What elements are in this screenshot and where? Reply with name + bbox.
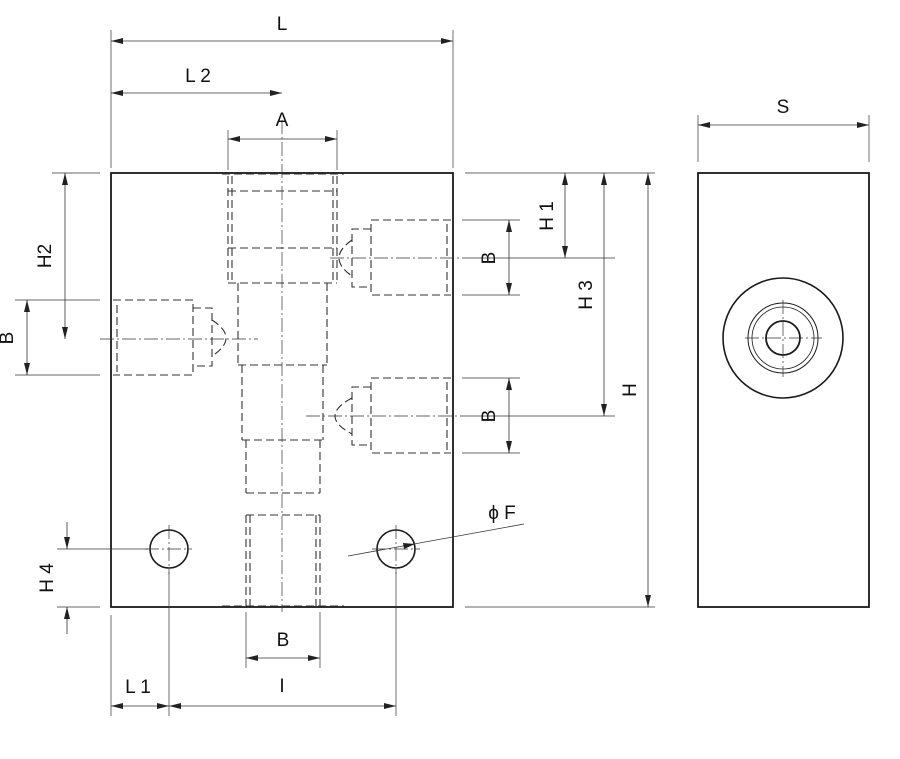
dimension-labels: L L 2 A S H2 B H 1 B H 3 B H H 4 B L 1 I… (0, 14, 789, 698)
side-view (697, 172, 870, 608)
left-port-hidden-lines (113, 299, 227, 376)
right-upper-port-hidden-lines (338, 219, 451, 296)
right-middle-port-hidden-lines (334, 377, 451, 454)
label-B-right-top: B (479, 252, 500, 265)
label-B-bottom: B (277, 630, 290, 651)
label-L2: L 2 (185, 66, 211, 87)
label-H3: H 3 (576, 280, 597, 310)
label-I: I (279, 676, 284, 697)
side-port-outer-circle (722, 277, 844, 399)
label-phi-F: ϕ F (488, 503, 516, 524)
label-L: L (277, 14, 288, 35)
dimension-lines (24, 38, 869, 709)
label-B-right-mid: B (479, 410, 500, 423)
label-B-left: B (0, 332, 18, 345)
label-H4: H 4 (37, 563, 58, 593)
label-H: H (620, 383, 641, 397)
label-H2: H2 (35, 244, 56, 268)
label-L1: L 1 (125, 677, 151, 698)
side-view-outline (697, 172, 870, 608)
extension-lines (15, 30, 870, 716)
main-bore-hidden-lines (222, 173, 344, 607)
front-view (100, 120, 465, 612)
side-port-thread-circle (751, 306, 815, 370)
label-S: S (777, 97, 790, 118)
label-H1: H 1 (537, 201, 558, 231)
label-A: A (276, 110, 289, 131)
front-centerlines (100, 120, 465, 612)
